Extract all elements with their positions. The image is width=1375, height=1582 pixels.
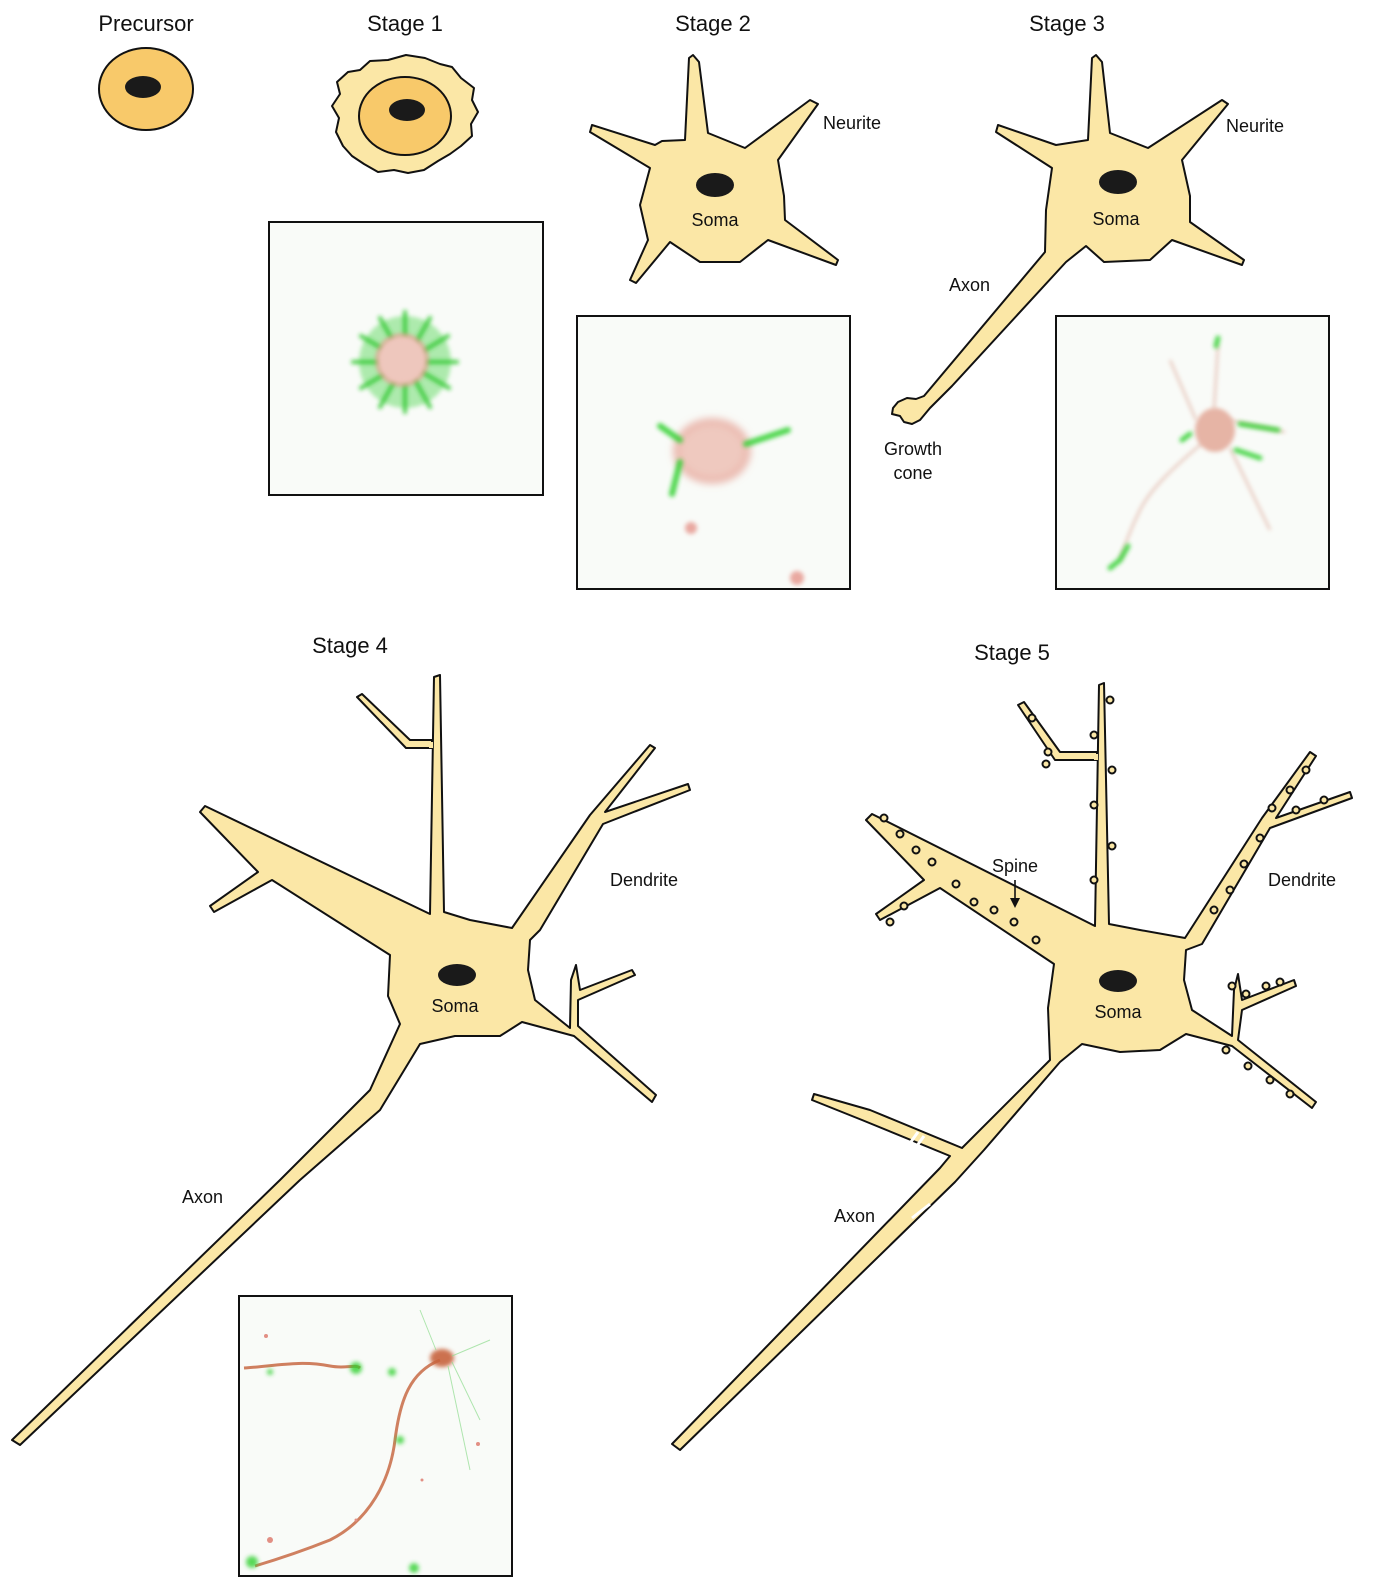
growth-cone-label-line1: Growth — [884, 439, 942, 459]
stage4-dendrite-label: Dendrite — [610, 870, 678, 890]
stage4-soma-label: Soma — [431, 996, 479, 1016]
stage2-nucleus — [696, 173, 734, 197]
spine-label: Spine — [992, 856, 1038, 876]
stage1-nucleus — [389, 99, 425, 121]
growth-cone-label-line2: cone — [893, 463, 932, 483]
stage4-nucleus — [438, 964, 476, 986]
stage1-title: Stage 1 — [367, 11, 443, 36]
stage3-soma-label: Soma — [1092, 209, 1140, 229]
stage3-axon-label: Axon — [949, 275, 990, 295]
stage2-neurite-label: Neurite — [823, 113, 881, 133]
precursor-title: Precursor — [98, 11, 193, 36]
stage2-soma-label: Soma — [691, 210, 739, 230]
stage3-neurite-label: Neurite — [1226, 116, 1284, 136]
stage2-debris-dot — [790, 571, 804, 585]
stage1-micrograph — [269, 222, 543, 495]
stage2-micrograph — [577, 316, 850, 589]
stage2-title: Stage 2 — [675, 11, 751, 36]
precursor-nucleus — [125, 76, 161, 98]
stage4-micrograph — [239, 1296, 512, 1576]
stage5-soma-label: Soma — [1094, 1002, 1142, 1022]
stage5-axon-label: Axon — [834, 1206, 875, 1226]
precursor-cell — [99, 48, 193, 130]
stage4-axon-label: Axon — [182, 1187, 223, 1207]
stage5-cell — [672, 683, 1352, 1450]
stage5-dendrite-label: Dendrite — [1268, 870, 1336, 890]
stage3-title: Stage 3 — [1029, 11, 1105, 36]
stage5-title: Stage 5 — [974, 640, 1050, 665]
stage2-cell — [590, 55, 838, 283]
stage3-nucleus — [1099, 170, 1137, 194]
stage1-cell — [332, 55, 478, 173]
stage4-title: Stage 4 — [312, 633, 388, 658]
stage2-debris-dot — [685, 522, 697, 534]
stage5-nucleus — [1099, 970, 1137, 992]
stage3-micrograph — [1056, 316, 1329, 589]
